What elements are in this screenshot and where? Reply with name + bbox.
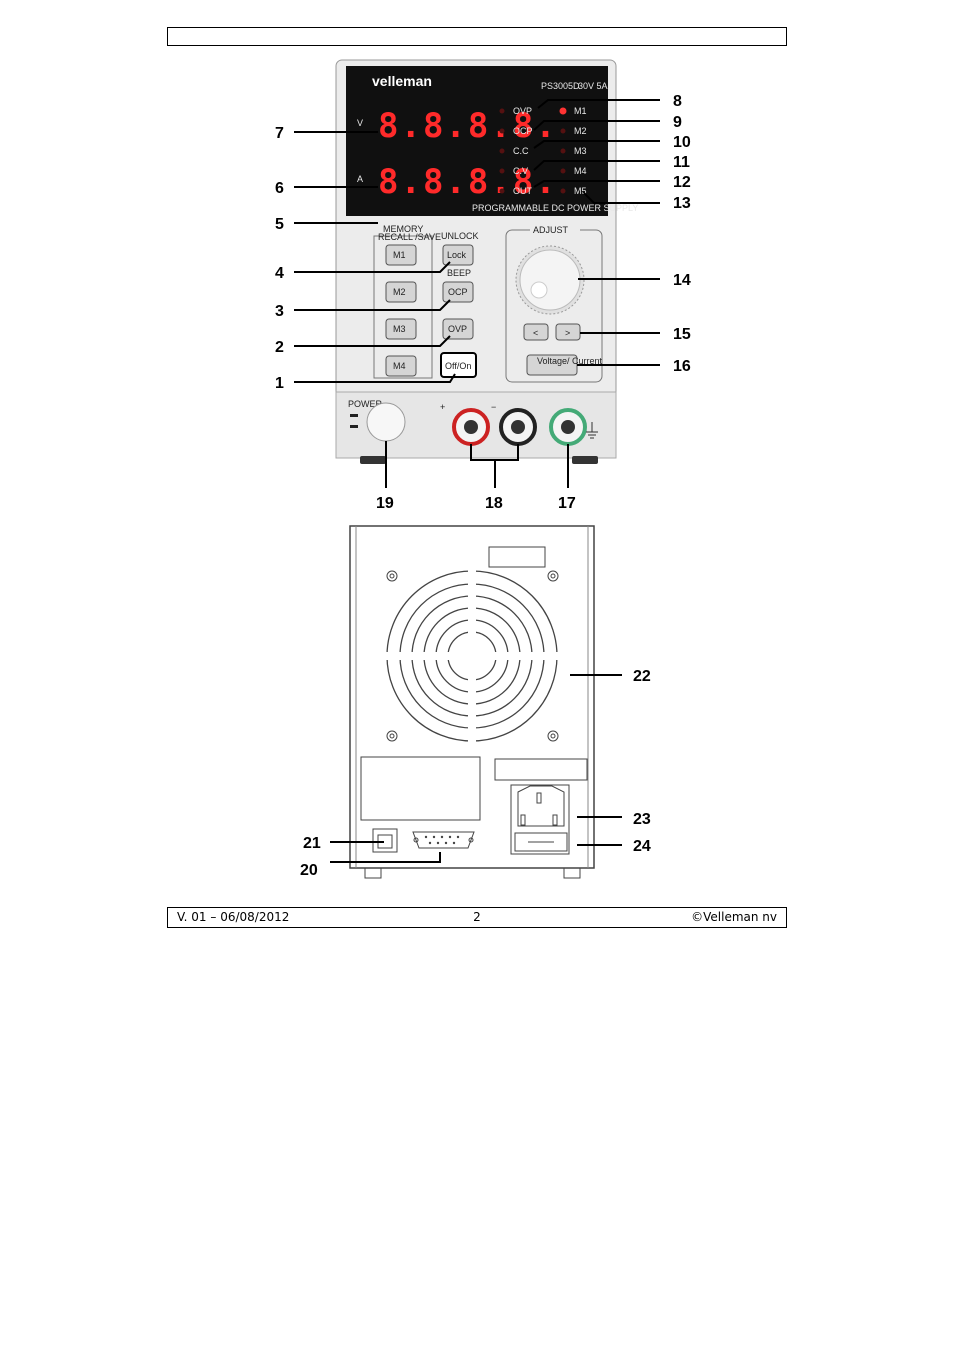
led-out: OUT [513, 186, 533, 196]
brand-logo: velleman [372, 73, 432, 89]
m2-button[interactable]: M2 [393, 287, 406, 297]
memory-led-group: M1 M2 M3 M4 M5 [559, 106, 587, 196]
callout-10: 10 [673, 134, 691, 151]
fuse-holder [514, 832, 568, 852]
callout-23: 23 [633, 811, 651, 828]
callout-lines-front [294, 99, 660, 488]
callout-5: 5 [275, 216, 284, 233]
callout-2: 2 [275, 339, 284, 356]
rating-label: 30V 5A [578, 81, 608, 91]
callout-19: 19 [376, 495, 394, 512]
callout-9: 9 [673, 114, 682, 131]
power-label: POWER [348, 399, 383, 409]
ovp-button[interactable]: OVP [448, 324, 467, 334]
callout-13: 13 [673, 195, 691, 212]
header-box [167, 27, 787, 46]
led-m3: M3 [574, 146, 587, 156]
beep-label: BEEP [447, 268, 471, 278]
led-cv: C.V [513, 166, 528, 176]
callout-12: 12 [673, 174, 691, 191]
callout-7: 7 [275, 125, 284, 142]
callout-18: 18 [485, 495, 503, 512]
lock-button[interactable]: Lock [447, 250, 467, 260]
model-label: PS3005D [541, 81, 580, 91]
right-button[interactable]: > [565, 328, 570, 338]
m3-button[interactable]: M3 [393, 324, 406, 334]
callout-4: 4 [275, 265, 284, 282]
unlock-label: UNLOCK [441, 231, 479, 241]
memory-subtitle: RECALL /SAVE [378, 232, 441, 242]
led-m2: M2 [574, 126, 587, 136]
callout-15: 15 [673, 326, 691, 343]
left-button[interactable]: < [533, 328, 538, 338]
callout-21: 21 [303, 835, 321, 852]
voltage-display: 8.8.8.8. [378, 106, 558, 146]
footer-copyright: ©Velleman nv [691, 910, 777, 924]
callout-6: 6 [275, 180, 284, 197]
led-ovp: OVP [513, 106, 532, 116]
callout-1: 1 [275, 375, 284, 392]
memory-buttons: M1 M2 M3 M4 [385, 244, 417, 377]
callout-8: 8 [673, 93, 682, 110]
adjust-label: ADJUST [533, 225, 569, 235]
ground-symbol-icon [586, 422, 598, 439]
power-inlet [510, 784, 570, 855]
callout-11: 11 [673, 154, 690, 171]
callout-3: 3 [275, 303, 284, 320]
voltage-current-button[interactable]: Voltage/ Current [537, 356, 603, 366]
voltage-unit: V [357, 118, 363, 128]
led-m5: M5 [574, 186, 587, 196]
led-cc: C.C [513, 146, 529, 156]
plus-label: + [440, 402, 445, 412]
callout-17: 17 [558, 495, 576, 512]
callout-20: 20 [300, 862, 318, 879]
status-led-group: OVP OCP C.C C.V OUT [499, 106, 533, 196]
callout-lines-rear [330, 674, 622, 863]
fan-grille [386, 570, 558, 742]
current-unit: A [357, 174, 363, 184]
offon-button[interactable]: Off/On [445, 361, 471, 371]
led-m4: M4 [574, 166, 587, 176]
m1-button[interactable]: M1 [393, 250, 406, 260]
m4-button[interactable]: M4 [393, 361, 406, 371]
callout-14: 14 [673, 272, 691, 289]
callout-22: 22 [633, 668, 651, 685]
led-m1: M1 [574, 106, 587, 116]
minus-label: − [491, 402, 496, 412]
rear-panel-figure: 22 23 24 21 20 [300, 525, 651, 879]
product-line-label: PROGRAMMABLE DC POWER SUPPLY [472, 203, 638, 213]
usb-port [372, 828, 398, 853]
power-switch[interactable] [366, 402, 406, 442]
ocp-button[interactable]: OCP [448, 287, 468, 297]
footer-page-number: 2 [473, 910, 481, 924]
rs232-port [412, 831, 475, 849]
callout-16: 16 [673, 358, 691, 375]
callout-24: 24 [633, 838, 651, 855]
footer-version: V. 01 – 06/08/2012 [177, 910, 290, 924]
fan-screws [386, 570, 559, 742]
led-ocp: OCP [513, 126, 533, 136]
footer: V. 01 – 06/08/2012 2 ©Velleman nv [167, 907, 787, 928]
front-panel-figure: velleman PS3005D 30V 5A V A 8.8.8.8. 8.8… [275, 59, 691, 512]
memory-title: MEMORY [383, 224, 423, 234]
current-display: 8.8.8.8. [378, 162, 558, 202]
